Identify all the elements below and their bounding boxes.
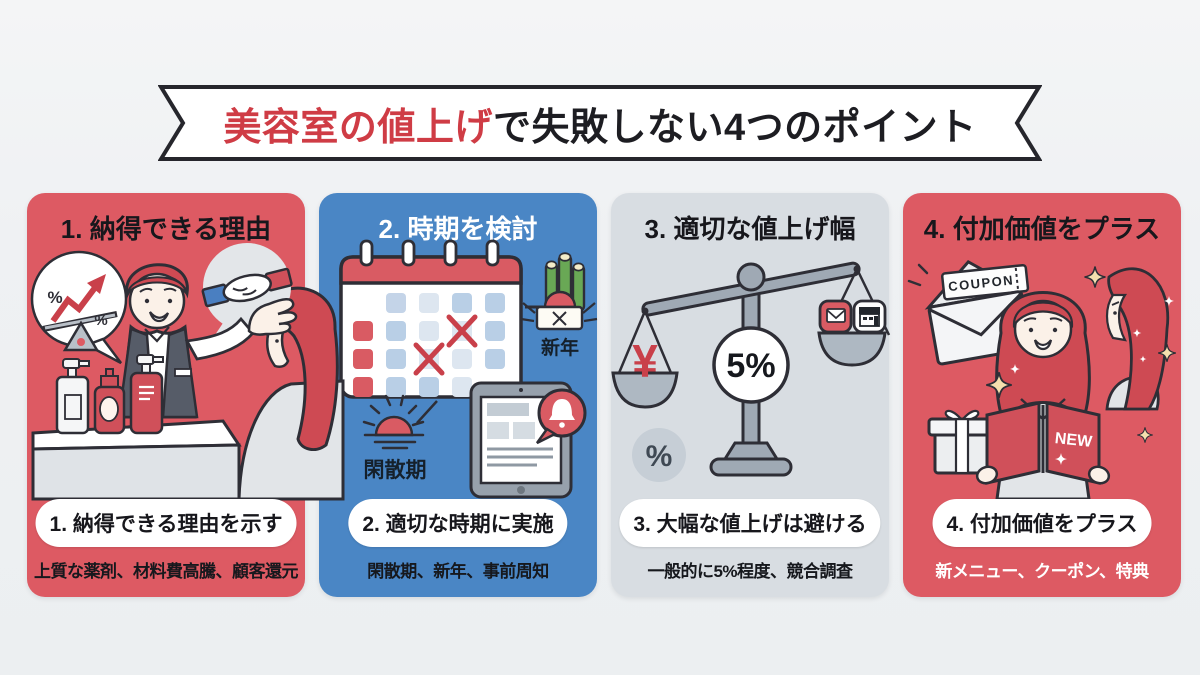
card-amount: 3. 適切な値上げ幅 % ¥ (611, 193, 891, 597)
page-title-highlight: 美容室の値上げ (223, 106, 493, 149)
new-year-label: 新年 (541, 336, 579, 359)
kadomatsu-icon (520, 252, 598, 331)
gift-box-icon (927, 409, 997, 475)
book-new-label: NEW (1054, 430, 1094, 451)
card-added-value: 4. 付加価値をプラス COUPON (903, 193, 1181, 597)
bell-icon (549, 399, 575, 420)
new-menu-book: NEW (985, 401, 1101, 485)
salon-counter-illustration: % % (30, 243, 345, 501)
notification-bell-bubble (535, 388, 587, 445)
shop-app-icon (852, 299, 887, 334)
x-mark-icon (446, 314, 478, 348)
card-amount-pill: 3. 大幅な値上げは避ける (619, 499, 881, 547)
name-tag (174, 368, 192, 377)
card-added-value-pill: 4. 付加価値をプラス (932, 499, 1152, 547)
rising-arrow-icon (50, 283, 100, 323)
percent-symbol: % (646, 440, 673, 473)
card-timing-caption: 閑散期、新年、事前周知 (367, 562, 549, 581)
balance-scale-icon: ¥ (611, 261, 891, 477)
reading-woman: NEW (975, 291, 1111, 501)
card-timing: 2. 時期を検討 (319, 193, 598, 597)
right-pan-apps (817, 265, 891, 367)
page-title-rest: で失敗しない4つのポイント (492, 106, 977, 149)
card-reason-title: 1. 納得できる理由 (60, 214, 272, 244)
emphasis-lines (907, 263, 929, 287)
card-added-value-title: 4. 付加価値をプラス (923, 214, 1161, 244)
card-reason-pill: 1. 納得できる理由を示す (35, 499, 297, 547)
rate-value: 5% (726, 347, 775, 385)
balance-scale-illustration: % ¥ (611, 261, 891, 482)
coupon-label: COUPON (948, 272, 1015, 294)
shampoo-bottles (55, 354, 164, 435)
profile-woman (1105, 267, 1170, 411)
x-mark-icon (413, 342, 445, 376)
card-amount-title: 3. 適切な値上げ幅 (644, 214, 856, 244)
five-percent-badge: 5% (712, 326, 790, 404)
open-hand (247, 298, 298, 336)
left-pan-yen: ¥ (611, 307, 679, 409)
card-added-value-caption: 新メニュー、クーポン、特典 (935, 562, 1149, 581)
title-banner: 美容室の値上げで失敗しない4つのポイント (158, 84, 1042, 162)
added-value-illustration: COUPON (907, 259, 1177, 501)
card-amount-caption: 一般的に5%程度、競合調査 (647, 562, 853, 581)
percent-symbol: % (94, 312, 107, 329)
page-title: 美容室の値上げで失敗しない4つのポイント (158, 84, 1042, 162)
counter (31, 419, 242, 501)
percent-circle: % (632, 428, 686, 482)
ribbon-banner-shape (158, 85, 1042, 161)
yen-symbol: ¥ (632, 335, 658, 387)
calendar-icon (339, 239, 523, 399)
timing-illustration: 新年 閑散期 (339, 239, 598, 499)
card-timing-pill: 2. 適切な時期に実施 (348, 499, 568, 547)
handshake-icon (201, 267, 293, 308)
card-reason-caption: 上質な薬剤、材料費高騰、顧客還元 (34, 562, 299, 581)
stylist-man (117, 263, 298, 419)
card-reason: 1. 納得できる理由 % % (27, 193, 345, 597)
card-timing-title: 2. 時期を検討 (378, 214, 538, 244)
tablet-icon (469, 381, 587, 499)
off-season-label: 閑散期 (364, 458, 427, 482)
connector-line (416, 400, 438, 424)
price-chart-bubble: % % (30, 250, 128, 365)
off-season-sun-icon (362, 394, 425, 450)
percent-symbol: % (47, 288, 62, 307)
